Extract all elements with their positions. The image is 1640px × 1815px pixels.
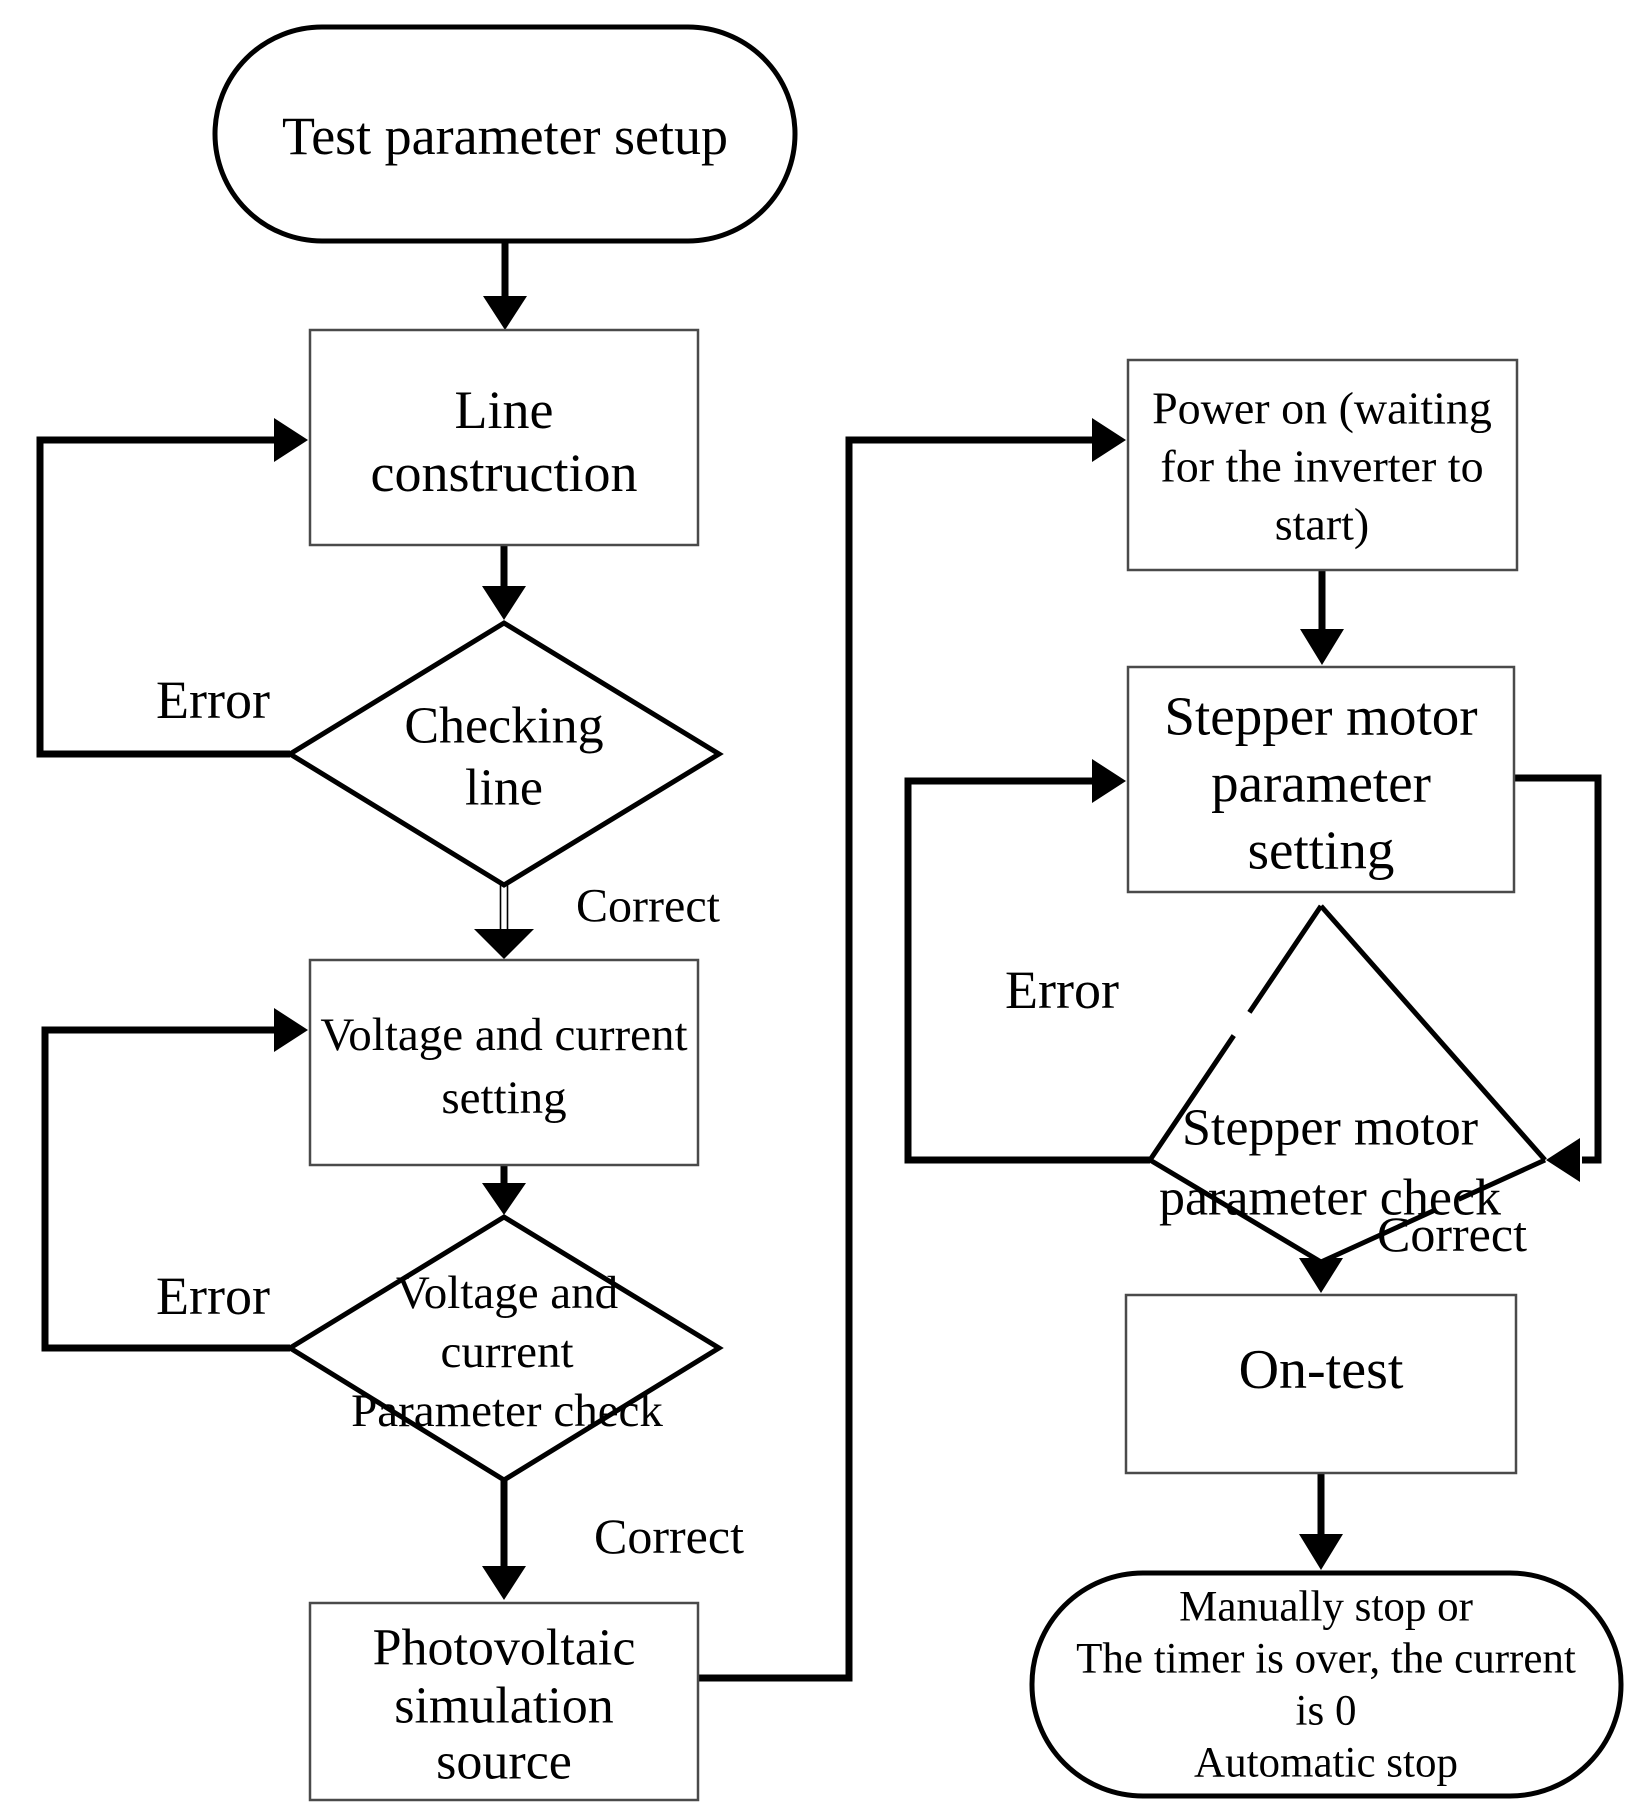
edge-voltage-correct	[482, 1480, 526, 1600]
label-voltage-error: Error	[156, 1266, 270, 1326]
node-line-construction	[308, 328, 700, 547]
node-voltage-current-check	[285, 1214, 724, 1483]
node-voltage-check-line3: Parameter check	[351, 1385, 663, 1437]
node-voltage-check-line2: current	[440, 1326, 573, 1378]
stepper-check-edge-se	[1319, 1157, 1547, 1265]
edge-stepper-error-loop	[904, 759, 1150, 1164]
node-stepper-check-line2: parameter check	[1159, 1170, 1501, 1227]
node-stepper-check-line1: Stepper motor	[1182, 1100, 1478, 1157]
node-voltage-setting-line1: Voltage and current	[320, 1009, 687, 1061]
label-checking-correct: Correct	[576, 880, 721, 933]
node-checking-line-line2: line	[465, 760, 543, 817]
node-stop-line2: The timer is over, the current	[1076, 1636, 1576, 1683]
node-photovoltaic-line3: source	[436, 1734, 572, 1791]
edge-photovoltaic-to-poweron	[698, 418, 1126, 1682]
node-stepper-setting	[1126, 665, 1516, 894]
node-stepper-check	[1150, 906, 1545, 1262]
edge-ontest-to-stop	[1299, 1473, 1343, 1570]
node-stepper-setting-line3: setting	[1248, 820, 1395, 881]
node-voltage-setting-line2: setting	[441, 1072, 566, 1124]
node-stop-line1: Manually stop or	[1179, 1584, 1473, 1631]
node-test-parameter-setup	[212, 24, 798, 244]
edge-poweron-to-stepper	[1300, 570, 1344, 665]
label-voltage-correct: Correct	[594, 1508, 744, 1564]
node-line-construction-line2: construction	[371, 443, 638, 503]
node-voltage-check-line1: Voltage and	[396, 1267, 618, 1319]
node-power-on-line1: Power on (waiting	[1152, 383, 1492, 434]
label-checking-error: Error	[156, 670, 270, 730]
node-stepper-setting-line2: parameter	[1211, 753, 1431, 814]
stepper-check-edge-nw	[1147, 904, 1324, 1162]
edge-checking-correct	[474, 884, 534, 959]
edge-setting-to-check	[482, 1165, 526, 1215]
stepper-check-edge-sw	[1148, 1157, 1323, 1265]
node-on-test-label: On-test	[1239, 1339, 1404, 1401]
node-power-on	[1126, 358, 1519, 572]
stepper-check-edge-ne	[1319, 904, 1547, 1162]
node-on-test	[1124, 1293, 1518, 1475]
node-checking-line	[285, 620, 724, 888]
node-power-on-line3: start)	[1275, 499, 1370, 550]
node-photovoltaic-line2: simulation	[394, 1678, 614, 1735]
node-stop-line3: is 0	[1296, 1688, 1357, 1735]
node-power-on-line2: for the inverter to	[1160, 441, 1483, 492]
node-photovoltaic-line1: Photovoltaic	[373, 1620, 636, 1677]
label-stepper-correct: Correct	[1377, 1206, 1527, 1262]
edge-checking-error-loop	[36, 418, 308, 758]
edge-voltage-error-loop	[41, 1008, 308, 1352]
edge-stepper-correct	[1299, 1258, 1343, 1293]
node-test-parameter-setup-label: Test parameter setup	[282, 106, 728, 166]
label-stepper-error: Error	[1005, 960, 1119, 1020]
node-line-construction-line1: Line	[455, 380, 554, 440]
edge-construction-to-checking	[482, 545, 526, 620]
node-stop	[1029, 1570, 1624, 1799]
node-stepper-setting-line1: Stepper motor	[1164, 686, 1477, 747]
node-voltage-current-setting	[308, 958, 700, 1167]
node-checking-line-line1: Checking	[404, 698, 603, 755]
node-photovoltaic-source	[308, 1601, 700, 1802]
node-stop-line4: Automatic stop	[1194, 1740, 1458, 1787]
edge-stepper-setting-to-check	[1514, 774, 1602, 1182]
edge-setup-to-construction	[483, 241, 527, 330]
